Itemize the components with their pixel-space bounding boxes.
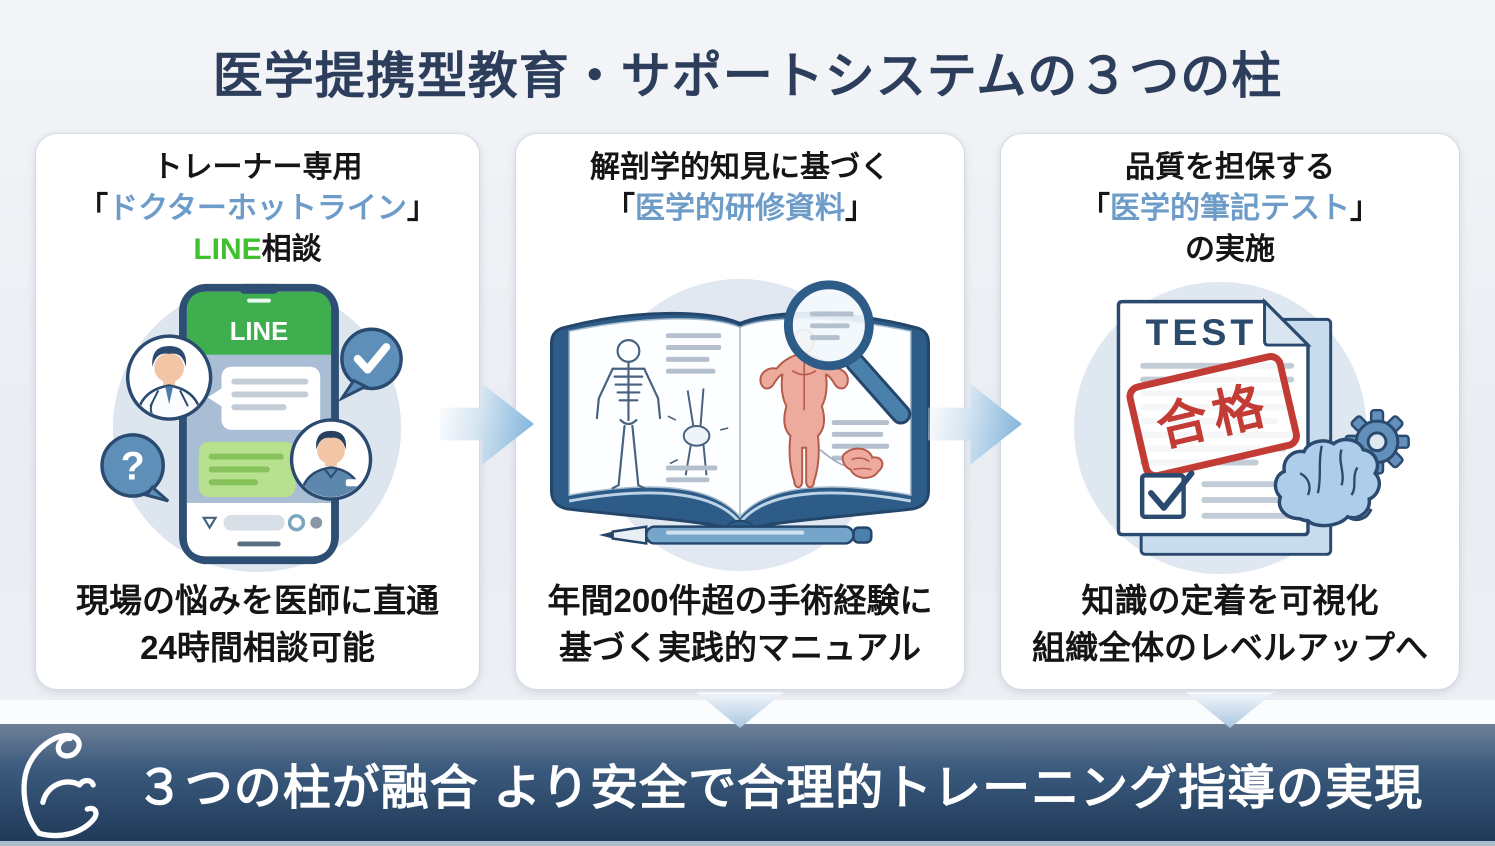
bracket-open: 「	[1080, 191, 1110, 225]
card-footer-hotline: 現場の悩みを医師に直通 24時間相談可能	[76, 578, 439, 672]
test-document-illustration: TEST 合格	[1074, 281, 1410, 575]
line-chat-illustration: LINE	[100, 283, 403, 573]
pillar-card-materials: 解剖学的知見に基づく 「医学的研修資料」	[515, 133, 965, 690]
heading-line: 品質を担保する	[1125, 151, 1335, 184]
bottom-banner: ３つの柱が融合 より安全で合理的トレーニング指導の実現	[0, 724, 1495, 841]
home-indicator	[237, 541, 281, 547]
trainer-avatar-icon	[289, 418, 373, 501]
card-footer-test: 知識の定着を可視化 組織全体のレベルアップへ	[1032, 578, 1428, 672]
test-doc-title: TEST	[1146, 311, 1258, 353]
heading-highlight-materials: 医学的研修資料	[635, 191, 845, 225]
bracket-open: 「	[78, 191, 109, 225]
bracket-close: 」	[845, 191, 875, 225]
heading-highlight-test: 医学的筆記テスト	[1110, 191, 1350, 225]
pass-stamp: 合格	[1126, 353, 1300, 480]
card-heading-hotline: トレーナー専用 「ドクターホットライン」 LINE相談	[78, 148, 437, 272]
card-footer-materials: 年間200件超の手術経験に 基づく実践的マニュアル	[547, 578, 932, 672]
card-heading-test: 品質を担保する 「医学的筆記テスト」 の実施	[1080, 148, 1380, 272]
checkbox-icon	[1139, 470, 1195, 520]
check-bubble-icon	[337, 327, 403, 403]
heading-line: 相談	[261, 232, 322, 266]
heading-highlight-hotline: ドクターホットライン	[108, 191, 407, 225]
bracket-close: 」	[1350, 191, 1380, 225]
bottom-edge-band	[0, 841, 1495, 846]
footer-line: 現場の悩みを医師に直通	[76, 582, 439, 619]
checkbox-text-lines	[1201, 481, 1297, 519]
magnifier-icon	[783, 280, 912, 425]
bracket-open: 「	[605, 191, 635, 225]
pillar-card-test: 品質を担保する 「医学的筆記テスト」 の実施 TEST 合格	[1000, 133, 1460, 690]
bicep-icon	[21, 732, 99, 839]
heading-line: 解剖学的知見に基づく	[590, 151, 890, 184]
heading-line: トレーナー専用	[152, 151, 363, 184]
page-text-lines	[665, 333, 890, 483]
pillar-card-hotline: トレーナー専用 「ドクターホットライン」 LINE相談 LINE	[35, 133, 480, 690]
footer-line: 24時間相談可能	[140, 628, 375, 666]
bracket-close: 」	[406, 191, 437, 225]
doctor-avatar-icon	[125, 334, 213, 421]
question-bubble-icon: ?	[100, 433, 170, 503]
footer-line: 年間200件超の手術経験に	[547, 582, 933, 619]
anatomy-book-illustration	[549, 278, 931, 572]
send-icon	[201, 516, 218, 530]
page-title: 医学提携型教育・サポートシステムの３つの柱	[212, 48, 1283, 104]
card-heading-materials: 解剖学的知見に基づく 「医学的研修資料」	[590, 148, 890, 272]
pen-icon	[598, 525, 873, 545]
footer-line: 組織全体のレベルアップへ	[1032, 628, 1428, 666]
brain-icon	[1273, 437, 1382, 528]
smartphone-icon: LINE	[179, 283, 339, 565]
skeleton-figure-icon	[595, 339, 662, 490]
banner-text: ３つの柱が融合 より安全で合理的トレーニング指導の実現	[135, 761, 1424, 815]
question-mark-glyph: ?	[121, 444, 145, 488]
footer-line: 知識の定着を可視化	[1081, 582, 1379, 619]
line-brand-label: LINE	[193, 232, 262, 266]
heading-line: の実施	[1185, 232, 1275, 266]
chat-input-pill	[223, 514, 285, 531]
muscle-detail-icon	[819, 447, 884, 479]
chat-bubble-received	[207, 366, 321, 430]
footer-line: 基づく実践的マニュアル	[558, 628, 921, 666]
line-app-header-label: LINE	[230, 318, 288, 346]
